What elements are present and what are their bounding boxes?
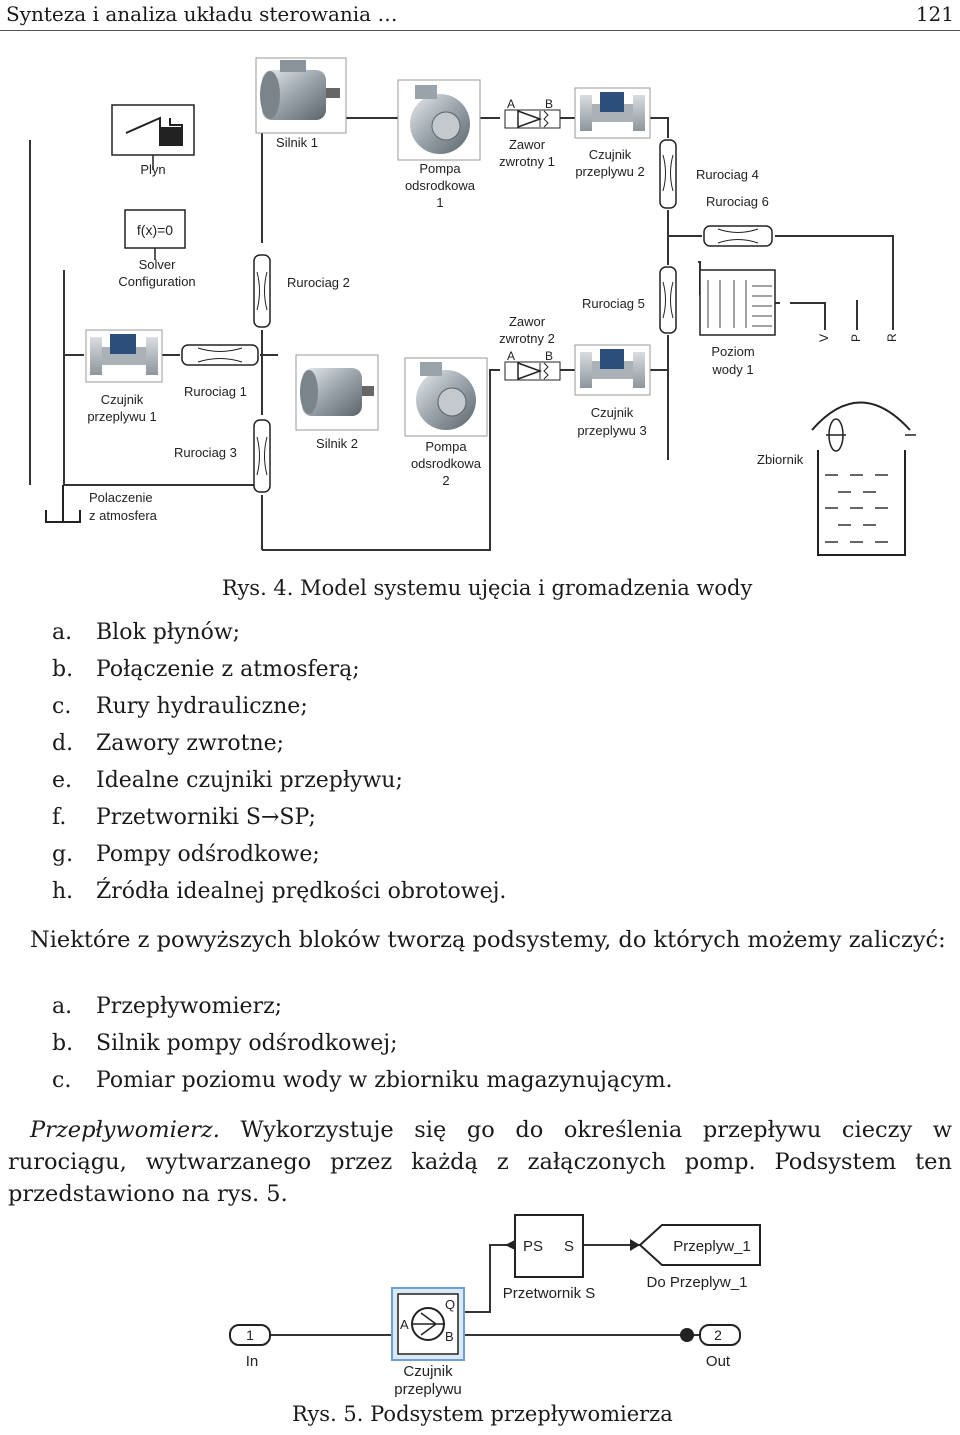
pipeline-2-label: Rurociag 2 bbox=[287, 275, 350, 290]
pump-2-label-2: odsrodkowa bbox=[411, 456, 482, 471]
page-header: Synteza i analiza układu sterowania … 12… bbox=[0, 0, 960, 31]
page-number: 121 bbox=[915, 2, 954, 26]
paragraph-subsystems: Niektóre z powyższych bloków tworzą pods… bbox=[30, 927, 946, 953]
water-level-block[interactable]: Poziom wody 1 bbox=[699, 269, 776, 377]
pipeline-6-block[interactable]: Rurociag 6 bbox=[703, 194, 773, 247]
valve-1-label-2: zwrotny 1 bbox=[499, 154, 555, 169]
inport-number: 1 bbox=[246, 1327, 254, 1343]
sensor-3-label-1: Czujnik bbox=[591, 405, 634, 420]
sensor-port-q: Q bbox=[445, 1297, 455, 1312]
arrow-head bbox=[630, 1239, 640, 1251]
sensor-label-1: Czujnik bbox=[403, 1363, 453, 1380]
water-level-label-2: wody 1 bbox=[711, 362, 753, 377]
converter-label: Przetwornik S bbox=[503, 1285, 596, 1302]
flow-sensor-block[interactable]: Q A B Czujnik przeplywu bbox=[391, 1287, 465, 1398]
figure-5-caption: Rys. 5. Podsystem przepływomierza bbox=[292, 1402, 673, 1426]
converter-s-label: S bbox=[564, 1238, 574, 1255]
figure-5-lines bbox=[270, 1244, 700, 1336]
pipeline-1-label: Rurociag 1 bbox=[184, 384, 247, 399]
figure-4-diagram: Plyn f(x)=0 Solver Configuration Silnik … bbox=[29, 57, 916, 556]
valve-2-port-a: A bbox=[507, 349, 515, 363]
valve-1-label-1: Zawor bbox=[509, 137, 546, 152]
pipeline-5-label: Rurociag 5 bbox=[582, 296, 645, 311]
paragraph-body: Wykorzystuje się go do określenia przepł… bbox=[8, 1117, 952, 1207]
solver-label-1: Solver bbox=[139, 257, 177, 272]
pipeline-4-label: Rurociag 4 bbox=[696, 167, 759, 182]
sensor-3-label-2: przeplywu 3 bbox=[577, 423, 646, 438]
atmosphere-label-1: Polaczenie bbox=[89, 490, 153, 505]
sensor-2-label-1: Czujnik bbox=[589, 147, 632, 162]
sensor-1-label-1: Czujnik bbox=[101, 392, 144, 407]
pipeline-4-block[interactable]: Rurociag 4 bbox=[659, 139, 759, 209]
inport-label: In bbox=[246, 1353, 259, 1370]
figure-5-diagram: PS S Przetwornik S Przeplyw_1 Do Przeply… bbox=[229, 1214, 761, 1398]
ps-s-converter-block[interactable]: PS S Przetwornik S bbox=[503, 1214, 596, 1302]
sensor-2-label-2: przeplywu 2 bbox=[575, 164, 644, 179]
pipeline-2-block[interactable]: Rurociag 2 bbox=[253, 254, 350, 328]
pump-1-label-1: Pompa bbox=[419, 161, 461, 176]
running-title: Synteza i analiza układu sterowania … bbox=[6, 2, 398, 26]
tank-label: Zbiornik bbox=[757, 452, 804, 467]
tank-block[interactable]: Zbiornik V P R bbox=[757, 333, 916, 556]
paragraph-flowmeter: Przepływomierz. Wykorzystuje się go do o… bbox=[8, 1114, 952, 1210]
pump-1-label-3: 1 bbox=[436, 195, 443, 210]
fluid-block[interactable]: Plyn bbox=[111, 104, 195, 177]
motor-2-label: Silnik 2 bbox=[316, 436, 358, 451]
goto-tag-label: Przeplyw_1 bbox=[673, 1238, 751, 1255]
tank-port-p: P bbox=[849, 334, 863, 342]
pipeline-1-block[interactable]: Rurociag 1 bbox=[181, 344, 259, 399]
pump-1-block[interactable]: Pompa odsrodkowa 1 bbox=[397, 79, 481, 210]
solver-fx-text: f(x)=0 bbox=[137, 222, 173, 238]
junction-dot bbox=[680, 1328, 694, 1342]
outport-block[interactable]: 2 Out bbox=[699, 1324, 741, 1370]
valve-1-port-a: A bbox=[507, 97, 515, 111]
figure-4-caption: Rys. 4. Model systemu ujęcia i gromadzen… bbox=[222, 576, 753, 600]
tank-port-v: V bbox=[817, 334, 831, 342]
check-valve-1-block[interactable]: A B Zawor zwrotny 1 bbox=[499, 97, 561, 169]
sensor-1-label-2: przeplywu 1 bbox=[87, 409, 156, 424]
pipeline-6-label: Rurociag 6 bbox=[706, 194, 769, 209]
atmosphere-connection-block[interactable]: Polaczenie z atmosfera bbox=[45, 485, 158, 523]
converter-ps-label: PS bbox=[523, 1238, 543, 1255]
motor-1-label: Silnik 1 bbox=[276, 135, 318, 150]
solver-label-2: Configuration bbox=[118, 274, 195, 289]
solver-configuration-block[interactable]: f(x)=0 Solver Configuration bbox=[118, 209, 196, 289]
water-level-label-1: Poziom bbox=[711, 344, 754, 359]
goto-name-label: Do Przeplyw_1 bbox=[647, 1274, 748, 1291]
flow-sensor-3-block[interactable]: Czujnik przeplywu 3 bbox=[574, 344, 651, 438]
sensor-port-b: B bbox=[445, 1329, 454, 1344]
pump-2-label-3: 2 bbox=[442, 473, 449, 488]
tank-port-r: R bbox=[885, 333, 899, 342]
sensor-label-2: przeplywu bbox=[394, 1381, 462, 1398]
pipeline-3-label: Rurociag 3 bbox=[174, 445, 237, 460]
outport-number: 2 bbox=[714, 1327, 722, 1343]
valve-2-port-b: B bbox=[545, 349, 553, 363]
pipeline-3-block[interactable]: Rurociag 3 bbox=[174, 419, 271, 493]
atmosphere-label-2: z atmosfera bbox=[89, 508, 158, 523]
outport-label: Out bbox=[706, 1353, 731, 1370]
motor-2-block[interactable]: Silnik 2 bbox=[295, 354, 379, 451]
flow-sensor-1-block[interactable]: Czujnik przeplywu 1 bbox=[85, 329, 163, 424]
valve-1-port-b: B bbox=[545, 97, 553, 111]
inport-block[interactable]: 1 In bbox=[229, 1324, 271, 1370]
connection-lines bbox=[29, 117, 894, 551]
check-valve-2-block[interactable]: A B Zawor zwrotny 2 bbox=[499, 314, 561, 381]
pump-2-label-1: Pompa bbox=[425, 439, 467, 454]
pipeline-5-block[interactable]: Rurociag 5 bbox=[582, 266, 677, 334]
valve-2-label-1: Zawor bbox=[509, 314, 546, 329]
sensor-port-a: A bbox=[400, 1317, 409, 1332]
pump-2-block[interactable]: Pompa odsrodkowa 2 bbox=[404, 357, 488, 488]
goto-block[interactable]: Przeplyw_1 Do Przeplyw_1 bbox=[638, 1224, 761, 1291]
pump-1-label-2: odsrodkowa bbox=[405, 178, 476, 193]
motor-1-block[interactable]: Silnik 1 bbox=[255, 57, 347, 150]
valve-2-label-2: zwrotny 2 bbox=[499, 331, 555, 346]
paragraph-lead: Przepływomierz. bbox=[30, 1117, 220, 1143]
flow-sensor-2-block[interactable]: Czujnik przeplywu 2 bbox=[574, 87, 651, 179]
fluid-label: Plyn bbox=[140, 162, 165, 177]
